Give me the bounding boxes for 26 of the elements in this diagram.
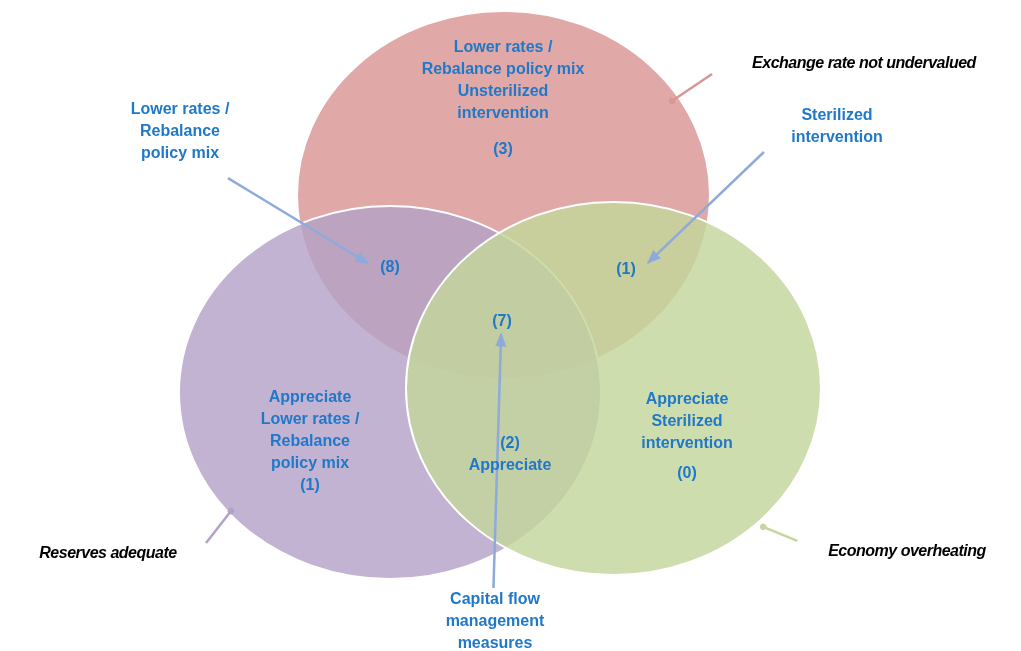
count-label: (0): [677, 463, 697, 483]
arrow: [227, 177, 370, 265]
set-label: Exchange rate not undervalued: [752, 53, 976, 73]
measure-label: Appreciate: [645, 389, 729, 409]
count-label: (2): [500, 433, 520, 453]
count-label: (8): [380, 257, 400, 277]
count-label: (3): [493, 139, 513, 159]
measure-label: Lower rates / Rebalance policy mix: [259, 409, 361, 473]
measure-label: Unsterilized intervention: [456, 81, 550, 123]
arrow: [647, 151, 765, 264]
measure-label: Appreciate: [268, 387, 352, 407]
measure-label: Sterilized intervention: [790, 105, 884, 147]
count-label: (1): [616, 259, 636, 279]
measure-label: Lower rates / Rebalance policy mix: [420, 37, 586, 79]
measure-label: Sterilized intervention: [640, 411, 734, 453]
leader-line: [668, 73, 713, 105]
measure-label: Capital flow management measures: [444, 589, 546, 651]
set-label: Reserves adequate: [39, 543, 177, 563]
measure-label: Lower rates / Rebalance policy mix: [129, 99, 231, 163]
leader-line: [760, 523, 798, 543]
arrow: [492, 332, 507, 589]
count-label: (1): [300, 475, 320, 495]
set-label: Economy overheating: [828, 541, 986, 561]
measure-label: Appreciate: [468, 455, 552, 475]
leader-line: [205, 507, 235, 544]
count-label: (7): [492, 311, 512, 331]
